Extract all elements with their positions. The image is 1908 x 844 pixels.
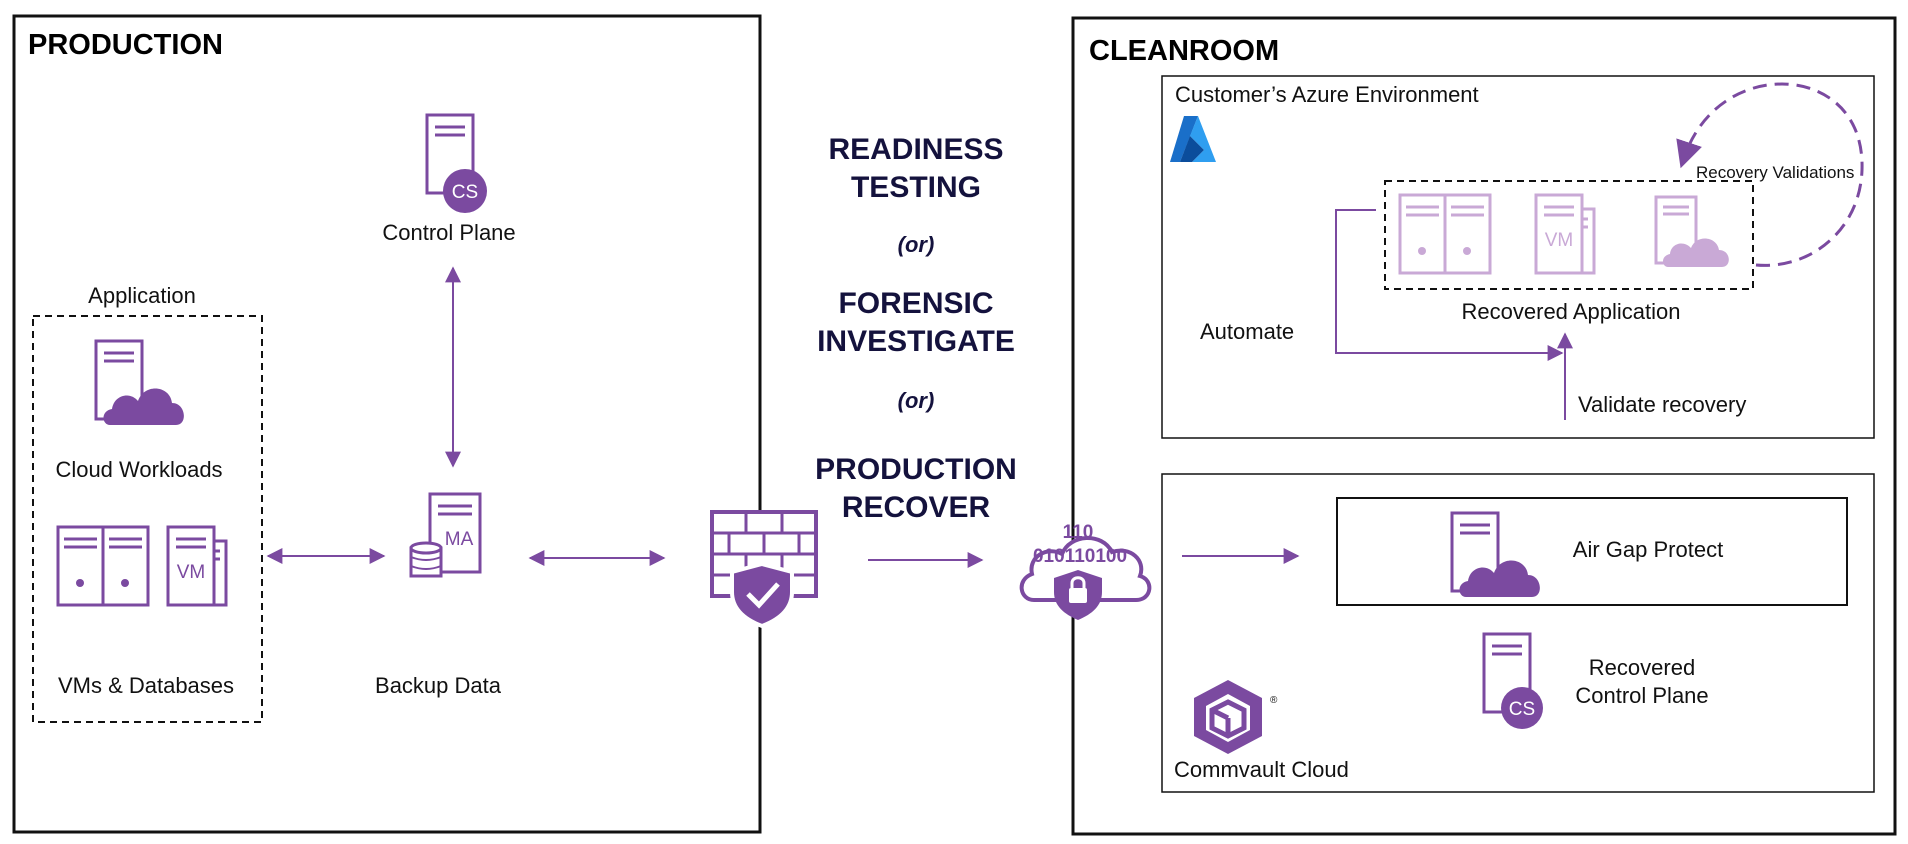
air-gap-protect-label: Air Gap Protect xyxy=(1573,537,1723,562)
recovered-application-label: Recovered Application xyxy=(1462,299,1681,324)
azure-environment-label: Customer’s Azure Environment xyxy=(1175,82,1479,107)
recovered-application-group xyxy=(1384,180,1754,290)
automate-connector xyxy=(1335,209,1564,361)
production-title: PRODUCTION xyxy=(28,29,223,61)
azure-logo-icon xyxy=(1170,116,1216,162)
server-rack-icon xyxy=(56,525,150,607)
cleanroom-title: CLEANROOM xyxy=(1089,35,1279,67)
recovered-control-plane-label-1: Recovered xyxy=(1589,655,1695,680)
forensic-label: FORENSIC xyxy=(838,287,993,320)
automate-label: Automate xyxy=(1200,319,1294,344)
binary-top-label: 110 xyxy=(1063,522,1094,543)
cs-badge: CS xyxy=(452,182,478,203)
recovered-vm-badge: VM xyxy=(1545,230,1574,251)
azure-environment-box xyxy=(1161,75,1875,439)
readiness-label: READINESS xyxy=(828,133,1003,166)
vms-databases-label: VMs & Databases xyxy=(58,673,234,698)
registered-mark: ® xyxy=(1270,695,1278,706)
firewall-shield-icon xyxy=(710,510,818,629)
or-label-1: (or) xyxy=(898,232,935,257)
commvault-cloud-box xyxy=(1161,473,1875,793)
air-gap-protect-box xyxy=(1336,497,1848,606)
server-cs-icon: CS xyxy=(425,113,487,213)
middle-options: READINESS TESTING (or) FORENSIC INVESTIG… xyxy=(815,133,1017,524)
recovered-cs-badge: CS xyxy=(1509,699,1535,720)
recovered-vm-icon: VM xyxy=(1534,193,1596,275)
recovered-control-plane-label-2: Control Plane xyxy=(1575,683,1708,708)
recovered-cloud-server-icon xyxy=(1654,195,1729,267)
vm-badge: VM xyxy=(177,562,206,583)
commvault-logo-icon xyxy=(1194,680,1262,754)
recovered-control-plane-icon: CS xyxy=(1482,632,1543,729)
recover-label: RECOVER xyxy=(842,491,991,524)
application-label: Application xyxy=(88,283,196,308)
cleanroom-panel: CLEANROOM Customer’s Azure Environment xyxy=(1071,16,1897,836)
recovery-validations-loop xyxy=(1676,82,1864,267)
binary-bottom-label: 010110100 xyxy=(1033,546,1127,567)
cloud-workloads-label: Cloud Workloads xyxy=(55,457,222,482)
validate-recovery-label: Validate recovery xyxy=(1578,392,1746,417)
air-gap-cloud-server-icon xyxy=(1450,511,1540,597)
or-label-2: (or) xyxy=(898,388,935,413)
control-plane-label: Control Plane xyxy=(382,220,515,245)
vm-server-icon: VM xyxy=(166,525,228,607)
commvault-cloud-label: Commvault Cloud xyxy=(1174,757,1349,782)
production-recover-label: PRODUCTION xyxy=(815,453,1017,486)
ma-badge: MA xyxy=(445,529,474,550)
production-panel: PRODUCTION CS Control Plane Application … xyxy=(12,14,762,834)
secure-binary-cloud-icon: 110 010110100 xyxy=(1019,522,1152,620)
backup-data-label: Backup Data xyxy=(375,673,502,698)
recovered-rack-icon xyxy=(1398,193,1492,275)
investigate-label: INVESTIGATE xyxy=(817,325,1015,358)
recovery-validations-label: Recovery Validations xyxy=(1696,163,1854,182)
application-group xyxy=(32,315,263,723)
server-database-icon: MA xyxy=(409,492,482,578)
testing-label: TESTING xyxy=(851,171,981,204)
cloud-server-icon xyxy=(94,339,184,425)
